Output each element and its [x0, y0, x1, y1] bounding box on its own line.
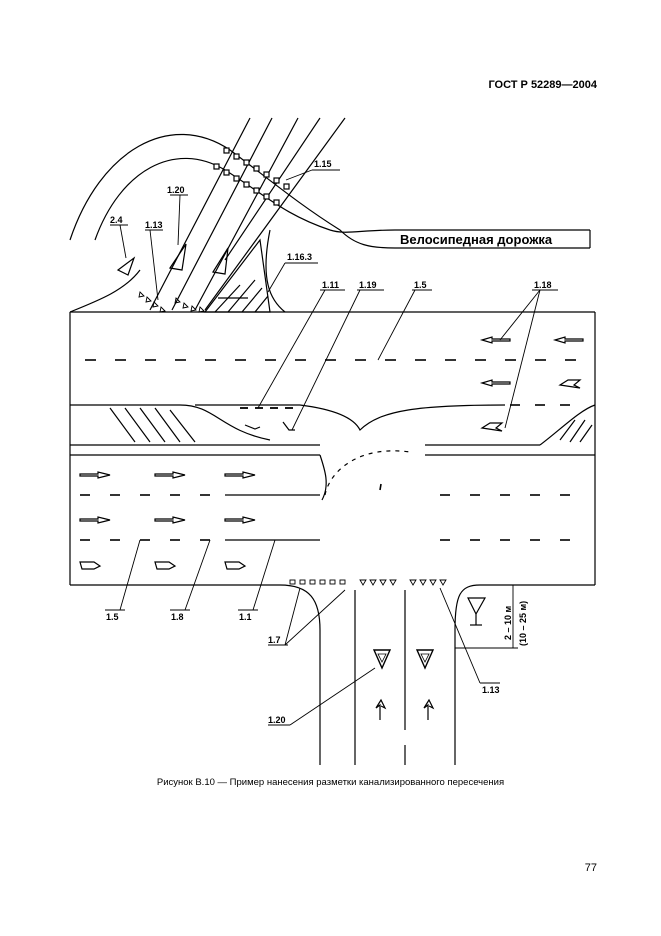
leader-lines	[105, 169, 558, 726]
bike-crossing-marks	[213, 147, 290, 206]
label-1-8: 1.8	[171, 612, 184, 622]
bike-path	[69, 133, 591, 249]
standard-header: ГОСТ Р 52289—2004	[488, 79, 597, 91]
label-1-18: 1.18	[534, 280, 552, 290]
label-1-13-bottom: 1.13	[482, 685, 500, 695]
stop-line-marks	[289, 579, 447, 586]
direction-arrows-right	[79, 471, 256, 570]
label-1-20-top: 1.20	[167, 185, 185, 195]
label-1-5-bottom: 1.5	[106, 612, 119, 622]
label-1-16-3: 1.16.3	[287, 252, 312, 262]
label-1-20-bottom: 1.20	[268, 715, 286, 725]
label-1-11: 1.11	[322, 280, 339, 290]
lane-dashes-top	[85, 359, 576, 406]
page-number: 77	[584, 862, 597, 874]
distance-label: 2 – 10 м	[503, 605, 513, 640]
lane-dashes-bottom	[80, 494, 570, 541]
give-way-triangles-top	[116, 243, 229, 276]
ramp-lines	[149, 117, 346, 311]
direction-arrows-left	[479, 336, 584, 432]
figure-caption: Рисунок В.10 — Пример нанесения разметки…	[156, 777, 505, 788]
bike-path-label: Велосипедная дорожка	[400, 232, 553, 247]
shark-teeth-top	[138, 291, 205, 313]
distance-label-alt: (10 – 25 м)	[518, 601, 528, 646]
give-way-sign-bottom	[467, 597, 487, 626]
hatched-island-top	[203, 238, 271, 313]
label-2-4: 2.4	[110, 215, 123, 225]
label-1-13-top: 1.13	[145, 220, 163, 230]
label-1-7: 1.7	[268, 635, 281, 645]
label-1-5-top: 1.5	[414, 280, 427, 290]
label-1-15: 1.15	[314, 159, 332, 169]
median-island	[70, 404, 596, 446]
label-1-19: 1.19	[359, 280, 377, 290]
label-1-1: 1.1	[239, 612, 252, 622]
